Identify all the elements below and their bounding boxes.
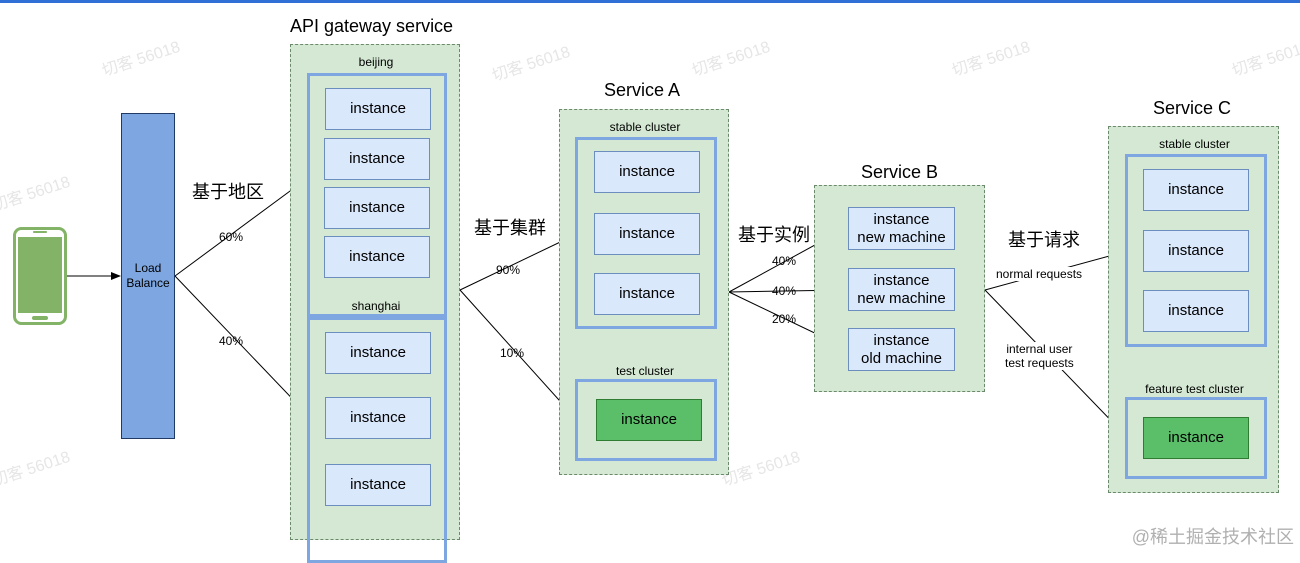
instance-box: instance [324, 138, 430, 180]
instance-box: instance [324, 236, 430, 278]
percentage-label: 40% [772, 254, 797, 268]
routing-label-by-cluster: 基于集群 [474, 218, 546, 238]
percentage-label: 10% [500, 346, 525, 360]
load-balancer: Load Balance [121, 113, 175, 439]
cluster-label-shanghai: shanghai [351, 299, 401, 313]
cluster-label-beijing: beijing [358, 55, 394, 69]
cluster-stable: instance instance instance [1125, 154, 1267, 347]
api-gateway-title: API gateway service [290, 16, 454, 36]
instance-box: instance [325, 88, 431, 130]
percentage-label: 90% [496, 263, 521, 277]
cluster-shanghai: instance instance instance [307, 317, 447, 563]
api-gateway-service: beijing instance instance instance insta… [290, 44, 460, 563]
cluster-label-stable: stable cluster [1159, 137, 1230, 151]
cluster-beijing: instance instance instance instance [307, 73, 447, 317]
service-a: stable cluster instance instance instanc… [559, 109, 729, 475]
instance-box: instance [324, 187, 430, 229]
instance-box: instance [594, 151, 700, 193]
edge-gw-stable [459, 233, 578, 291]
cluster-test: instance [575, 379, 717, 461]
instance-box: instance [594, 213, 700, 255]
instance-box: instance [1143, 169, 1249, 211]
test-instance-box: instance [1143, 417, 1249, 459]
edge-lb-shanghai [174, 275, 306, 413]
test-instance-box: instance [596, 399, 702, 441]
smartphone-icon [13, 227, 67, 325]
cluster-feature-test: instance [1125, 397, 1267, 479]
instance-box: instance [325, 464, 431, 506]
percentage-label: 20% [772, 312, 797, 326]
instance-box: instance [325, 397, 431, 439]
cluster-label-test: test cluster [615, 364, 675, 378]
instance-box: instance [594, 273, 700, 315]
cluster-label-feature-test: feature test cluster [1145, 382, 1244, 396]
service-a-title: Service A [604, 80, 681, 100]
edge-gw-test [459, 289, 578, 421]
service-b-title: Service B [861, 162, 939, 182]
percentage-label: 60% [219, 230, 244, 244]
load-balancer-label-line1: Load [134, 261, 162, 275]
source-credit: @稀土掘金技术社区 [1131, 527, 1294, 547]
cluster-stable: instance instance instance [575, 137, 717, 329]
edge-lb-beijing [174, 179, 306, 277]
service-c-title: Service C [1153, 98, 1232, 118]
routing-label-by-instance: 基于实例 [738, 225, 810, 245]
percentage-label: 40% [219, 334, 244, 348]
edge-label-normal-requests: normal requests [996, 267, 1083, 281]
instance-box: instance [1143, 230, 1249, 272]
cluster-label-stable: stable cluster [609, 120, 681, 134]
instance-box: instance [1143, 290, 1249, 332]
routing-label-by-request: 基于请求 [1008, 230, 1080, 250]
percentage-label: 40% [772, 284, 797, 298]
service-c: stable cluster instance instance instanc… [1108, 126, 1279, 493]
load-balancer-label-line2: Balance [126, 276, 170, 290]
instance-box: instance [325, 332, 431, 374]
top-accent-bar [0, 0, 1300, 3]
routing-label-by-region: 基于地区 [192, 182, 264, 202]
edge-label-internal-test-requests: internal user test requests [1005, 342, 1074, 370]
